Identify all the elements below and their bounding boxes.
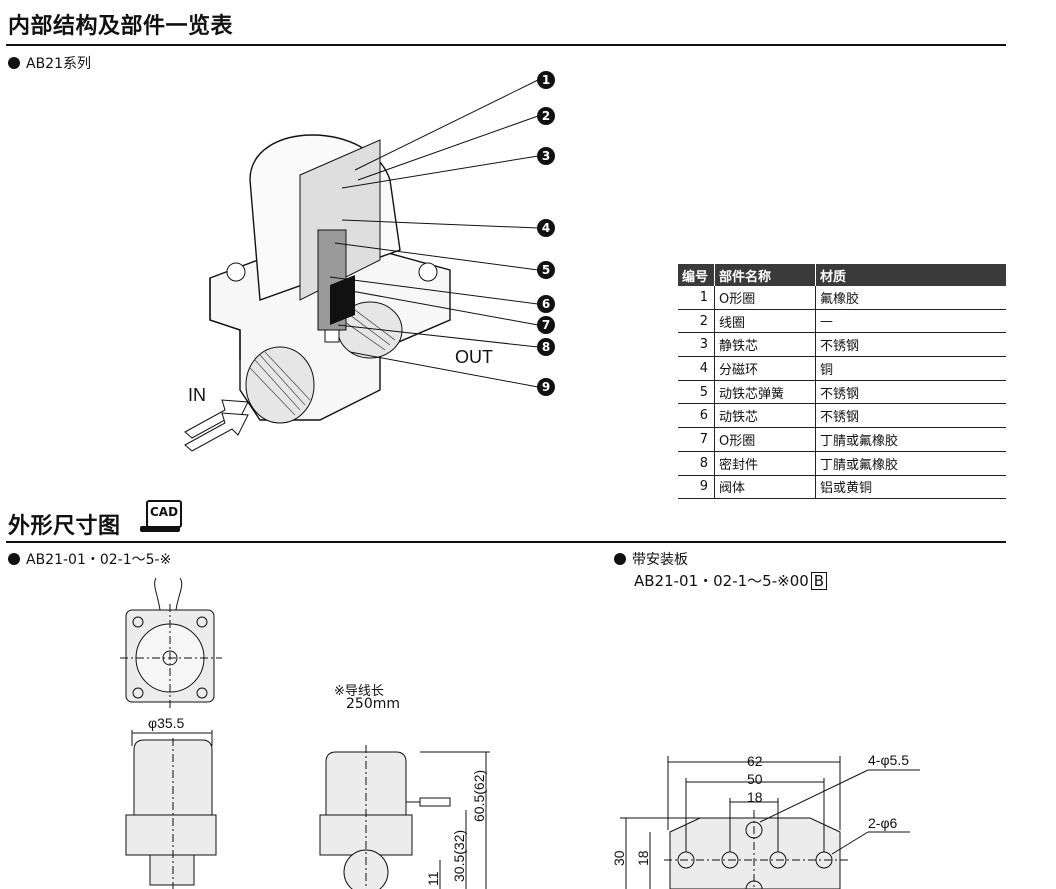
dim-height-60-5: 60.5(62) bbox=[471, 770, 487, 822]
svg-text:5: 5 bbox=[542, 263, 550, 277]
svg-text:6: 6 bbox=[542, 297, 550, 311]
svg-text:7: 7 bbox=[542, 318, 550, 332]
lead-note-line1: ※导线长 bbox=[334, 684, 384, 699]
cutaway-illustration bbox=[184, 79, 539, 452]
section-divider bbox=[6, 541, 1006, 543]
bullet-icon bbox=[8, 553, 20, 565]
header-number: 编号 bbox=[678, 264, 715, 286]
dim-width-62: 62 bbox=[747, 753, 763, 769]
header-material: 材质 bbox=[815, 264, 1006, 286]
bullet-icon bbox=[614, 553, 626, 565]
callout-6: 6 bbox=[537, 295, 555, 313]
dim-height-18: 18 bbox=[635, 850, 651, 866]
callout-8: 8 bbox=[537, 338, 555, 356]
header-part-name: 部件名称 bbox=[714, 264, 816, 286]
lead-note-line2: 250mm bbox=[346, 696, 400, 712]
section-divider bbox=[6, 44, 1006, 46]
svg-text:2: 2 bbox=[542, 109, 550, 123]
callout-7: 7 bbox=[537, 316, 555, 334]
cad-icon-base bbox=[140, 526, 180, 532]
callout-1: 1 bbox=[537, 71, 555, 89]
dimension-drawings: φ35.5 62 50 18 4-φ5.5 2-φ6 60.5(62) 30.5… bbox=[120, 577, 920, 889]
svg-text:1: 1 bbox=[542, 73, 550, 87]
callout-4: 4 bbox=[537, 219, 555, 237]
dim-width-50: 50 bbox=[747, 771, 763, 787]
svg-text:4: 4 bbox=[542, 221, 550, 235]
section-title-dimensions: 外形尺寸图 bbox=[8, 514, 121, 539]
svg-text:3: 3 bbox=[542, 149, 550, 163]
right-heading: 带安装板 bbox=[614, 549, 688, 569]
dim-holes-4: 4-φ5.5 bbox=[868, 752, 909, 768]
cad-icon[interactable]: CAD bbox=[146, 500, 182, 528]
callout-2: 2 bbox=[537, 107, 555, 125]
svg-text:8: 8 bbox=[542, 340, 550, 354]
dim-width-18: 18 bbox=[747, 789, 763, 805]
table-header-row: 编号 部件名称 材质 bbox=[678, 264, 1006, 286]
section-title-internal-structure: 内部结构及部件一览表 bbox=[8, 14, 234, 39]
bullet-icon bbox=[8, 57, 20, 69]
dim-height-30: 30 bbox=[611, 850, 627, 866]
callout-3: 3 bbox=[537, 147, 555, 165]
svg-text:9: 9 bbox=[542, 380, 550, 394]
dim-holes-2: 2-φ6 bbox=[868, 815, 898, 831]
left-model-label: AB21-01・02-1～5-※ bbox=[8, 549, 171, 569]
label-out: OUT bbox=[455, 347, 493, 367]
dim-height-11: 11 bbox=[425, 871, 441, 886]
series-label: AB21系列 bbox=[8, 53, 91, 73]
callout-list: 1 2 3 4 5 6 7 8 9 bbox=[537, 71, 555, 396]
dim-height-30-5: 30.5(32) bbox=[451, 830, 467, 882]
callout-5: 5 bbox=[537, 261, 555, 279]
callout-9: 9 bbox=[537, 378, 555, 396]
dim-diameter: φ35.5 bbox=[148, 715, 185, 731]
label-in: IN bbox=[188, 385, 206, 405]
